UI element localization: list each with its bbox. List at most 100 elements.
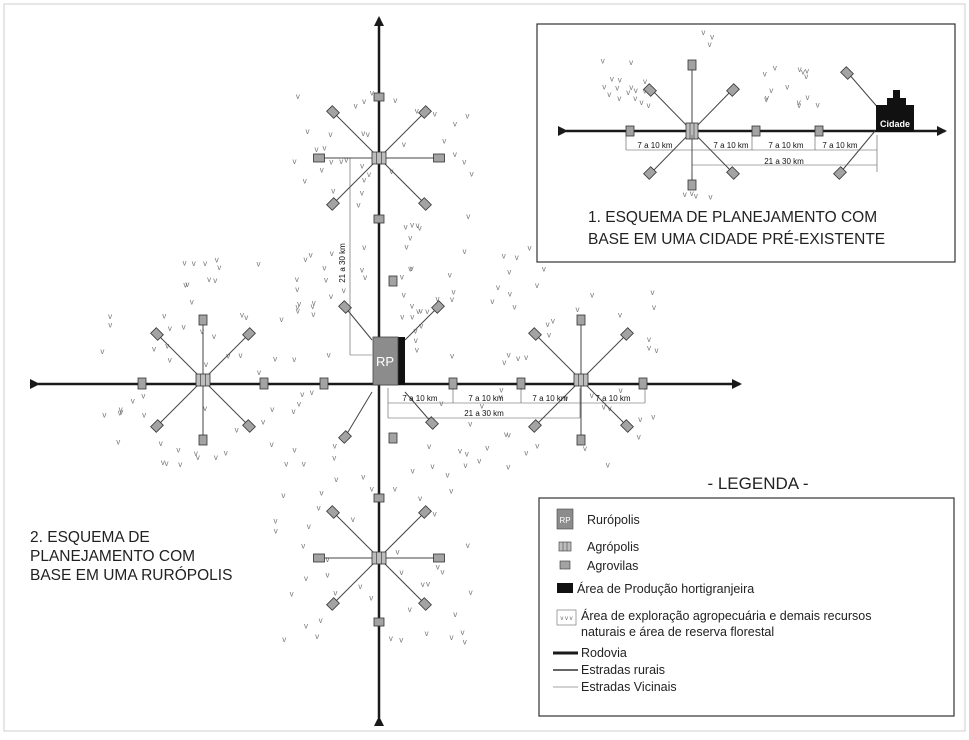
vegetation-mark: v bbox=[297, 400, 301, 409]
vegetation-mark: v bbox=[408, 265, 412, 274]
agrovila-icon bbox=[726, 166, 740, 180]
legend-agrovila-icon bbox=[559, 560, 571, 570]
vegetation-mark: v bbox=[410, 264, 414, 273]
vegetation-mark: v bbox=[637, 433, 641, 442]
vegetation-mark: v bbox=[152, 345, 156, 354]
vegetation-mark: v bbox=[339, 157, 343, 166]
vegetation-mark: v bbox=[307, 522, 311, 531]
agrovila-icon bbox=[259, 377, 269, 390]
vegetation-mark: v bbox=[330, 249, 334, 258]
vegetation-mark: v bbox=[369, 594, 373, 603]
vegetation-mark: v bbox=[453, 610, 457, 619]
agrovila-icon bbox=[643, 83, 657, 97]
legend-frame bbox=[538, 497, 955, 717]
vegetation-mark: v bbox=[626, 88, 630, 97]
vegetation-mark: v bbox=[141, 391, 145, 400]
agrovila-icon bbox=[150, 419, 164, 433]
agrovila-icon bbox=[576, 314, 586, 326]
vegetation-mark: v bbox=[235, 426, 239, 435]
main-caption-line3: BASE EM UMA RURÓPOLIS bbox=[30, 567, 232, 584]
vegetation-mark: v bbox=[244, 313, 248, 322]
vegetation-mark: v bbox=[274, 526, 278, 535]
vegetation-mark: v bbox=[601, 57, 605, 66]
rural-road bbox=[332, 511, 380, 559]
vegetation-mark: v bbox=[297, 300, 301, 309]
vegetation-mark: v bbox=[516, 354, 520, 363]
agrovila-icon bbox=[388, 275, 398, 287]
vegetation-mark: v bbox=[351, 515, 355, 524]
vegetation-mark: v bbox=[496, 283, 500, 292]
vegetation-mark: v bbox=[629, 83, 633, 92]
vegetation-mark: v bbox=[709, 193, 713, 202]
vegetation-mark: v bbox=[361, 473, 365, 482]
vegetation-mark: v bbox=[333, 442, 337, 451]
vegetation-mark: v bbox=[331, 187, 335, 196]
vegetation-mark: v bbox=[320, 165, 324, 174]
vegetation-mark: v bbox=[360, 265, 364, 274]
city-icon bbox=[876, 90, 914, 132]
vegetation-mark: v bbox=[477, 456, 481, 465]
vegetation-mark: v bbox=[441, 568, 445, 577]
agrovila-icon bbox=[840, 66, 854, 80]
vegetation-mark: v bbox=[415, 106, 419, 115]
vegetation-mark: v bbox=[284, 459, 288, 468]
vegetation-mark: v bbox=[463, 637, 467, 646]
vegetation-mark: v bbox=[535, 281, 539, 290]
agrovila-icon bbox=[431, 300, 445, 314]
legend-agrovilas: Agrovilas bbox=[587, 559, 638, 573]
vegetation-mark: v bbox=[168, 355, 172, 364]
agrovila-icon bbox=[198, 314, 208, 326]
vegetation-mark: v bbox=[655, 346, 659, 355]
agrovila-icon bbox=[620, 327, 634, 341]
vegetation-mark: v bbox=[442, 136, 446, 145]
vegetation-mark: v bbox=[315, 145, 319, 154]
city-label: Cidade bbox=[880, 119, 910, 129]
agrovila-icon bbox=[319, 377, 329, 390]
vegetation-mark: v bbox=[634, 86, 638, 95]
vegetation-mark: v bbox=[344, 156, 348, 165]
rural-road bbox=[580, 333, 628, 381]
vegetation-mark: v bbox=[214, 453, 218, 462]
agrovila-icon bbox=[198, 434, 208, 446]
vegetation-mark: v bbox=[465, 450, 469, 459]
vegetation-mark: v bbox=[119, 405, 123, 414]
legend-rodovia: Rodovia bbox=[581, 646, 627, 660]
agropolis-star bbox=[528, 314, 634, 446]
vegetation-mark: v bbox=[402, 291, 406, 300]
vegetation-mark: v bbox=[270, 440, 274, 449]
vegetation-mark: v bbox=[433, 110, 437, 119]
vegetation-mark: v bbox=[296, 302, 300, 311]
vegetation-mark: v bbox=[194, 449, 198, 458]
vegetation-mark: v bbox=[507, 350, 511, 359]
vegetation-mark: v bbox=[389, 634, 393, 643]
vegetation-mark: v bbox=[333, 589, 337, 598]
agrovila-icon bbox=[576, 434, 586, 446]
vegetation-mark: v bbox=[816, 100, 820, 109]
rural-road bbox=[378, 511, 426, 559]
vegetation-mark: v bbox=[293, 157, 297, 166]
agropolis-star bbox=[313, 505, 445, 611]
vegetation-mark: v bbox=[159, 439, 163, 448]
vegetation-mark: v bbox=[535, 442, 539, 451]
main-dist-total: 21 a 30 km bbox=[464, 409, 504, 418]
inset-dist-2: 7 a 10 km bbox=[713, 141, 748, 150]
vegetation-mark: v bbox=[100, 347, 104, 356]
vegetation-mark: v bbox=[304, 574, 308, 583]
vegetation-mark: v bbox=[431, 462, 435, 471]
vegetation-mark: v bbox=[415, 346, 419, 355]
vegetation-mark: v bbox=[490, 297, 494, 306]
agrovila-icon bbox=[313, 153, 325, 163]
legend-agropolis-icon bbox=[558, 541, 572, 552]
agrovila-icon bbox=[516, 377, 526, 390]
main-dist-3: 7 a 10 km bbox=[532, 394, 567, 403]
agrovila-icon bbox=[326, 505, 340, 519]
vegetation-mark: v bbox=[390, 167, 394, 176]
rural-road bbox=[156, 379, 204, 427]
rural-road bbox=[378, 111, 426, 159]
agrovila-icon bbox=[433, 153, 445, 163]
agropolis-icon bbox=[195, 373, 211, 387]
vegetation-mark: v bbox=[281, 491, 285, 500]
agrovila-icon bbox=[338, 300, 352, 314]
vegetation-mark: v bbox=[290, 590, 294, 599]
